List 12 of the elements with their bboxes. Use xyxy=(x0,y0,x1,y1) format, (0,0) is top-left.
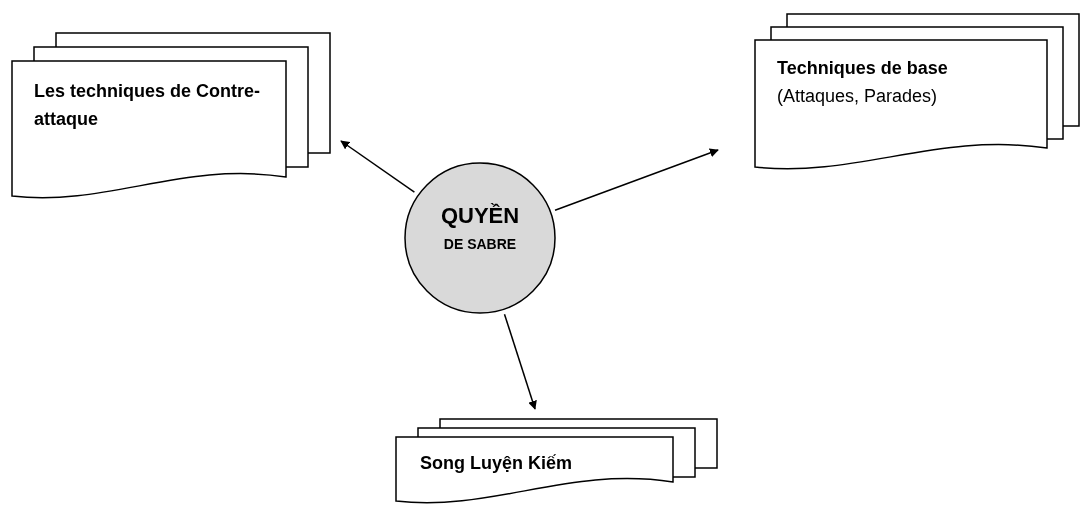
document-stack xyxy=(755,14,1079,172)
circle-node xyxy=(404,162,556,314)
node-label: Les techniques de Contre-attaque xyxy=(34,80,262,131)
node-label: Techniques de base (Attaques, Parades) xyxy=(777,57,949,108)
document-stack xyxy=(12,33,330,201)
arrow xyxy=(554,148,719,211)
document-stack xyxy=(396,419,717,506)
node-title: QUYỀN xyxy=(439,202,521,230)
node-subtitle: DE SABRE xyxy=(442,235,518,254)
arrow xyxy=(503,313,537,410)
node-label: Song Luyện Kiếm xyxy=(420,452,573,475)
arrow xyxy=(340,140,416,193)
